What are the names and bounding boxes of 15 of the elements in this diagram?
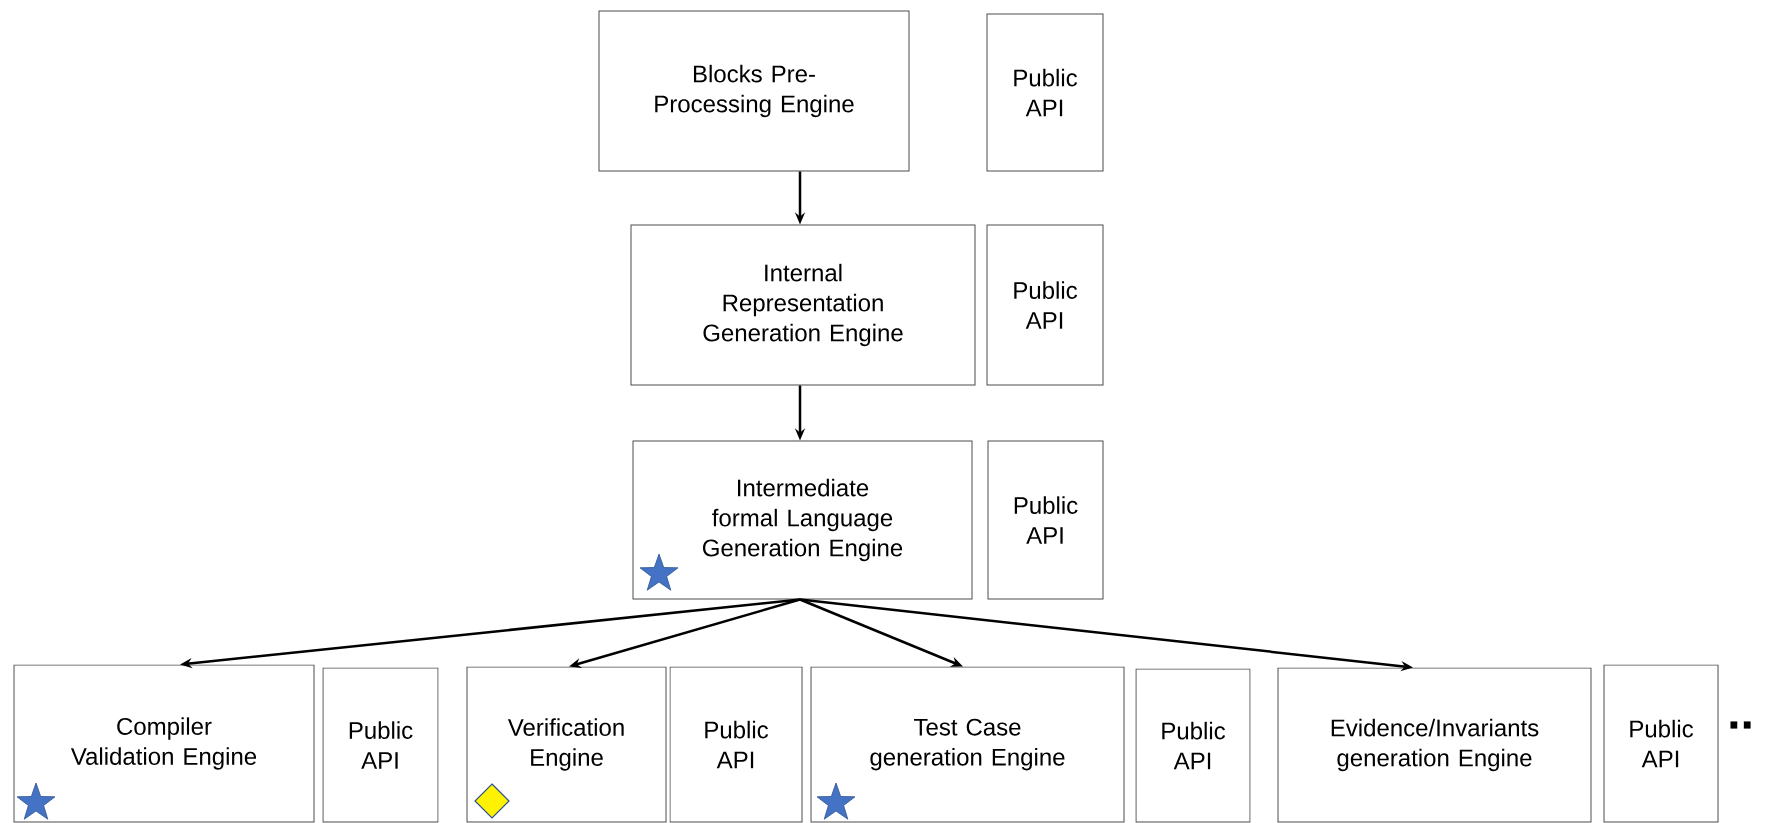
api-box: Public API — [1603, 664, 1719, 823]
engine-box: Verification Engine — [466, 666, 667, 823]
engine-box: Compiler Validation Engine — [13, 664, 315, 823]
engine-box: Evidence/Invariants generation Engine — [1277, 667, 1592, 823]
api-box: Public API — [322, 667, 439, 823]
api-box: Public API — [987, 440, 1104, 600]
engine-box: Blocks Pre-Processing Engine — [598, 10, 910, 172]
api-box: Public API — [986, 13, 1104, 172]
api-box: Public API — [669, 666, 803, 823]
engine-box: Test Case generation Engine — [810, 666, 1125, 823]
engine-box: Intermediate formal Language Generation Engine — [632, 440, 973, 600]
api-box: Public API — [1135, 668, 1251, 823]
api-box: Public API — [986, 224, 1104, 386]
ellipsis-text: .. — [1730, 721, 1751, 729]
engine-box: Internal Representation Generation Engine — [630, 224, 976, 386]
